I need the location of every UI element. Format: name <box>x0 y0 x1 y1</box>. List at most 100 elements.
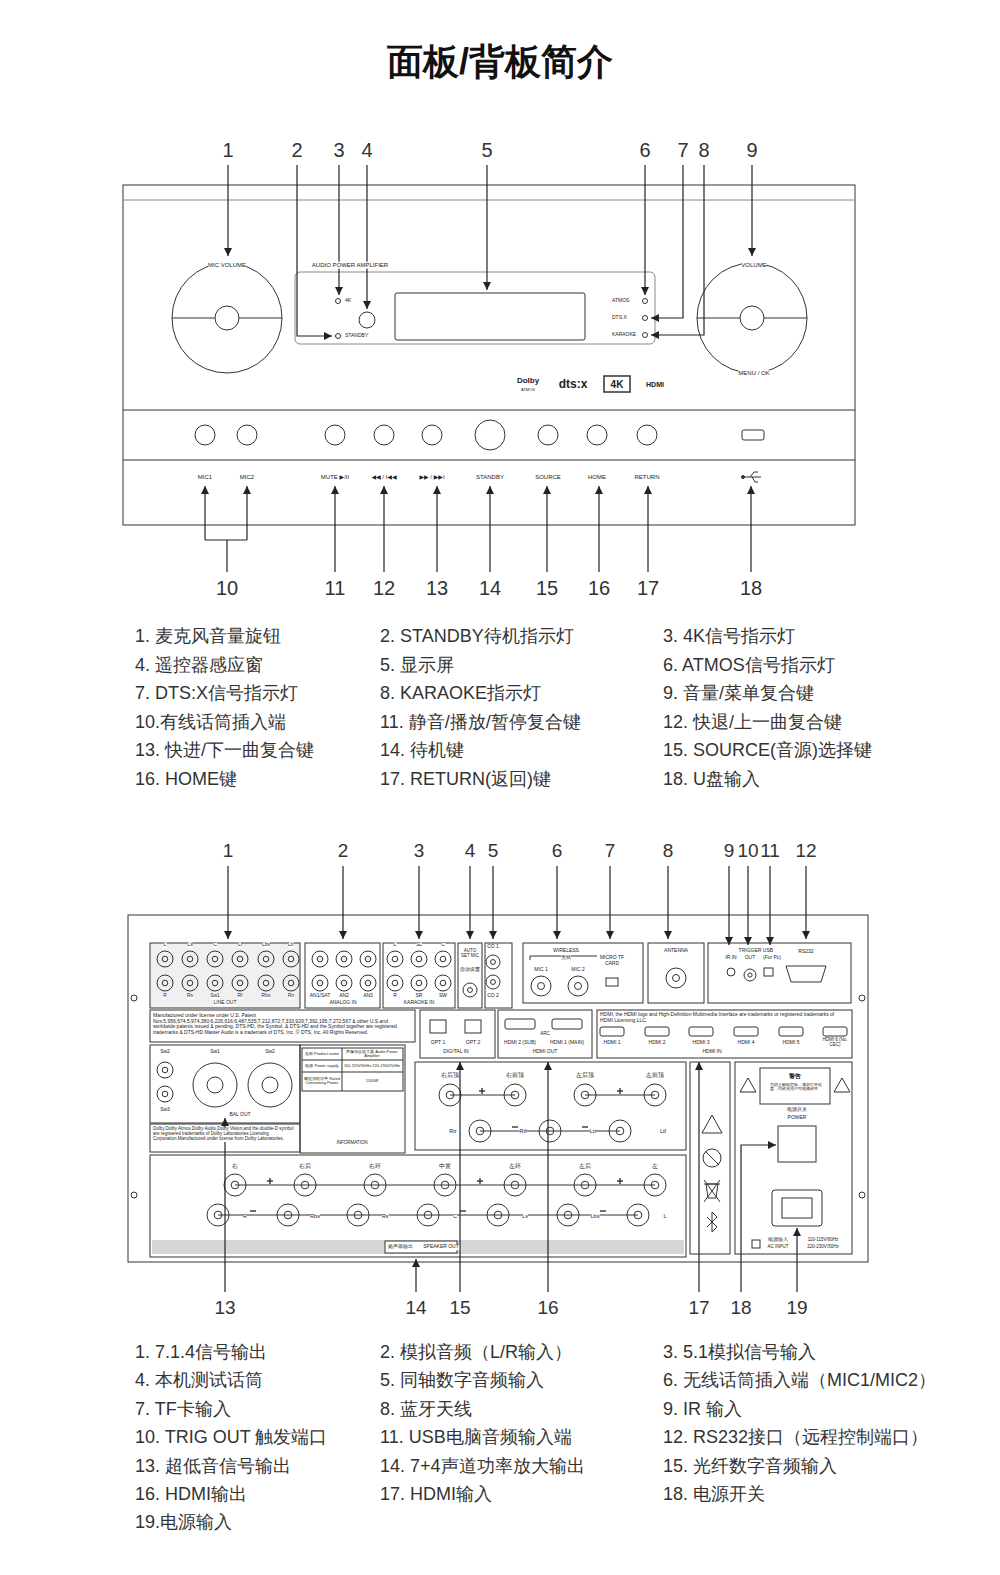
button <box>422 425 442 445</box>
panel-label: Ls <box>522 1213 528 1219</box>
callout-number: 7 <box>605 841 616 862</box>
hdmi-port <box>552 1019 582 1029</box>
panel-label: R <box>243 1213 247 1219</box>
jack <box>411 951 427 967</box>
knob-line <box>172 318 215 319</box>
knob <box>172 263 282 373</box>
callout-number: 2 <box>338 841 349 862</box>
panel-label: Manufactured under license under U.S. Pa… <box>153 1013 411 1035</box>
panel-label: 左前顶 <box>646 1072 664 1078</box>
panel-label: 中置 <box>439 1163 451 1169</box>
callout-number: 11 <box>325 577 346 599</box>
legend-item: 11. USB电脑音频输入端 <box>380 1428 572 1448</box>
jack <box>207 951 223 967</box>
jack <box>744 969 756 981</box>
panel-label: HDMI <box>646 381 664 389</box>
led <box>336 299 341 304</box>
leader-arrow <box>728 866 729 945</box>
panel-label: ANALOG IN <box>329 1000 356 1006</box>
callout-number: 8 <box>663 841 674 862</box>
jack-pin <box>317 980 323 986</box>
warning-box <box>760 1068 830 1104</box>
jack-pin <box>263 956 269 962</box>
jack <box>387 975 403 991</box>
callout-number: 14 <box>479 577 501 599</box>
callout-number: 10 <box>216 577 238 599</box>
callout-number: 11 <box>760 841 780 862</box>
leader-arrow <box>609 866 610 939</box>
callout-number: 2 <box>291 139 302 161</box>
panel-label: 110-115V/60Hz 220-230V/50Hz <box>343 1064 401 1068</box>
panel-label: R <box>393 993 397 999</box>
panel-label: RS232 <box>798 949 813 955</box>
jack <box>157 951 173 967</box>
panel-label: AUDIO POWER AMPLIFIER <box>312 262 388 269</box>
panel-label: MICRO TF CARD <box>597 955 627 966</box>
hdmi-out-box <box>498 1010 592 1058</box>
control-box <box>708 943 851 1003</box>
leader-arrow <box>547 1062 548 1292</box>
panel-label: OPT 1 <box>431 1040 445 1046</box>
legend-item: 16. HOME键 <box>135 770 237 790</box>
panel-label: 右环 <box>369 1163 381 1169</box>
panel-label: 声像综合放大器 Audio Power Amplifier <box>343 1050 401 1059</box>
panel-label: 左后 <box>579 1163 591 1169</box>
jack <box>360 951 376 967</box>
bracket-line <box>205 540 247 572</box>
leader-arrow <box>741 1145 776 1292</box>
jack-pin <box>416 956 422 962</box>
panel-label: Sw3 <box>160 1107 170 1113</box>
front-divider <box>123 460 855 461</box>
coaxial-box <box>485 943 512 1008</box>
legend-item: 3. 5.1模拟信号输入 <box>663 1343 816 1363</box>
leader-arrow <box>338 165 339 295</box>
callout-number: 12 <box>373 577 395 599</box>
optical-port <box>465 1020 481 1033</box>
button <box>195 425 215 445</box>
jack-pin <box>511 1091 519 1099</box>
display-screen <box>395 293 585 340</box>
panel-label: Sw1 <box>210 1049 220 1055</box>
panel-label: 警告 <box>789 1073 801 1080</box>
usb-port <box>764 968 773 976</box>
panel-label: Ls <box>187 942 192 948</box>
panel-label: 1100W <box>343 1079 401 1083</box>
jack <box>360 975 376 991</box>
jack <box>434 1174 456 1196</box>
warning-triangle <box>834 1078 850 1092</box>
panel-label: LINE OUT <box>213 1000 236 1006</box>
panel-label: 左后顶 <box>576 1072 594 1078</box>
callout-number: 5 <box>481 139 492 161</box>
jack-pin <box>424 1211 432 1219</box>
panel-label: 电源 Power supply <box>303 1064 341 1068</box>
legend-item: 1. 7.1.4信号输出 <box>135 1343 267 1363</box>
optical-port <box>430 1020 446 1033</box>
legend-item: 15. SOURCE(音源)选择键 <box>663 741 872 761</box>
button <box>325 425 345 445</box>
jack <box>463 983 477 997</box>
panel-label: HDMI 6 (No. CEC) <box>820 1038 850 1048</box>
jack <box>283 951 299 967</box>
panel-label: 右后顶 <box>441 1072 459 1078</box>
legend-item: 5. 显示屏 <box>380 656 454 676</box>
callout-number: 8 <box>698 139 709 161</box>
power-switch <box>778 1126 816 1162</box>
leader-arrow <box>227 165 228 256</box>
knob <box>697 263 807 373</box>
leader-arrow <box>224 1118 225 1292</box>
wireless-box <box>523 943 643 1003</box>
minus-mark <box>582 1126 588 1127</box>
panel-label: SPEAKER OUT <box>423 1244 459 1250</box>
jack-pin <box>416 980 422 986</box>
hdmi-in-box <box>597 1010 852 1058</box>
panel-label: OPT 2 <box>466 1040 480 1046</box>
panel-label: OUT <box>745 955 756 961</box>
panel-label: INFORMATION <box>336 1141 367 1146</box>
panel-label: 220-230V/50Hz <box>807 1245 838 1250</box>
jack <box>557 1204 579 1226</box>
panel-label: AN1/SAT <box>310 993 330 999</box>
karaoke-in-box <box>383 943 455 1008</box>
hdmi-port <box>734 1027 758 1036</box>
callout-number: 4 <box>465 841 476 862</box>
panel-label: STANDBY <box>345 333 368 339</box>
